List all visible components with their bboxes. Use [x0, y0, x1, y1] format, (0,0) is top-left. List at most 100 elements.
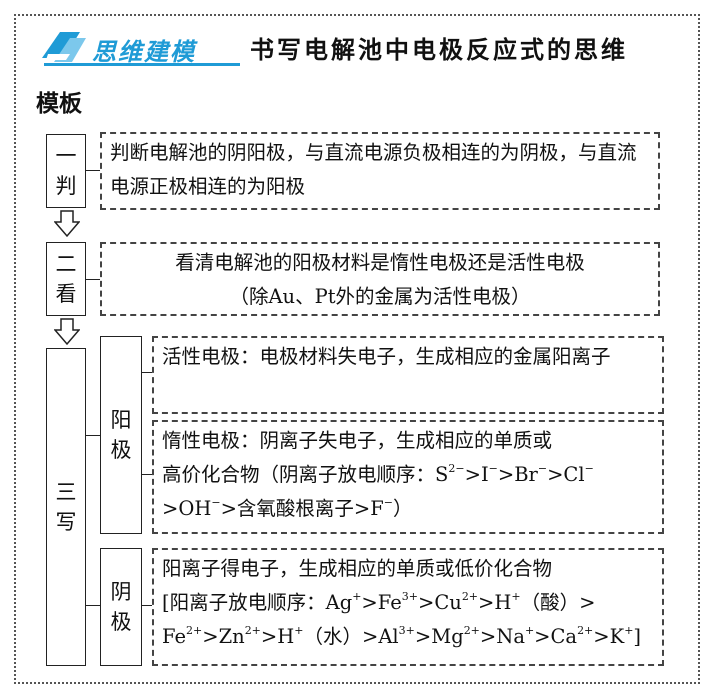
order-sep: >: [362, 625, 379, 648]
step-two-label: 二 看: [46, 242, 86, 316]
ion-ag-charge: +: [352, 590, 362, 603]
ion-f-charge: −: [383, 496, 394, 509]
anode-inert-line-1: 惰性电极：阴离子失电子，生成相应的单质或: [162, 429, 553, 452]
step-one-text-box: 判断电解池的阴阳极，与直流电源负极相连的为阴极，与直流电源正极相连的为阳极: [100, 132, 660, 210]
ion-oh-charge: −: [211, 496, 221, 509]
cathode-line-3: Fe2+>Zn2+>H+（水）>Al3+>Mg2+>Na+>Ca2+>K+]: [162, 620, 660, 654]
ion-s: S: [435, 463, 449, 486]
oxyacid-ions: 含氧酸根离子: [236, 497, 354, 520]
order-sep: >: [464, 463, 481, 486]
ion-ca-charge: 2+: [577, 624, 594, 637]
ion-h: H: [277, 625, 295, 648]
order-sep: >: [162, 497, 179, 520]
ion-fe2: Fe: [162, 625, 187, 648]
acid-note: （酸）: [520, 591, 580, 614]
ion-na-charge: +: [524, 624, 535, 637]
ion-zn: Zn: [218, 625, 245, 648]
step-two-text-box: 看清电解池的阳极材料是惰性电极还是活性电极 （除Au、Pt外的金属为活性电极）: [100, 242, 660, 316]
connector-line: [86, 605, 100, 606]
cathode-line-1: 阳离子得电子，生成相应的单质或低价化合物: [162, 557, 553, 580]
ion-cu-charge: 2+: [461, 590, 479, 603]
order-sep: >: [534, 625, 551, 648]
anode-inert-line-3: >OH−>含氧酸根离子>F−）: [162, 492, 654, 526]
order-sep: >: [353, 497, 371, 520]
water-note: （水）: [303, 625, 362, 648]
connector-line: [86, 435, 100, 436]
ion-mg-charge: 2+: [463, 624, 480, 637]
anode-active-box: 活性电极：电极材料失电子，生成相应的金属阳离子: [152, 336, 664, 414]
page-title: 书写电解池中电极反应式的思维: [250, 36, 628, 64]
step-three-label-top: 三: [55, 480, 77, 504]
ion-fe3: Fe: [377, 591, 402, 614]
anode-active-text: 活性电极：电极材料失电子，生成相应的金属阳离子: [162, 345, 611, 368]
close-bracket: ]: [633, 625, 642, 648]
ion-cl-charge: −: [584, 462, 594, 475]
order-sep: >: [417, 591, 435, 614]
ion-na: Na: [496, 625, 525, 648]
ion-al: Al: [378, 625, 399, 648]
order-sep: >: [202, 625, 219, 648]
step-two-label-bottom: 看: [55, 282, 77, 306]
cathode-prefix: [阳离子放电顺序：: [162, 591, 326, 614]
step-three-label-bottom: 写: [55, 510, 77, 534]
anode-label-bottom: 极: [110, 438, 132, 462]
close-paren: ）: [393, 497, 413, 520]
ion-mg: Mg: [431, 625, 464, 648]
step-one-text: 判断电解池的阴阳极，与直流电源负极相连的为阴极，与直流电源正极相连的为阳极: [110, 141, 637, 198]
ion-ca: Ca: [550, 625, 578, 648]
order-sep: >: [414, 625, 432, 648]
ion-k: K: [609, 625, 625, 648]
order-sep: >: [479, 625, 497, 648]
ion-h: H: [494, 591, 512, 614]
ion-fe3-charge: 3+: [401, 590, 418, 603]
ion-ag: Ag: [325, 591, 353, 614]
ion-h-charge: +: [511, 590, 521, 603]
page-frame: [14, 14, 700, 684]
ion-oh: OH: [178, 497, 212, 520]
cathode-label: 阴 极: [100, 548, 142, 666]
ion-i-charge: −: [488, 462, 498, 475]
ion-fe2-charge: 2+: [186, 624, 203, 637]
connector-line: [86, 279, 100, 280]
step-two-line-2: （除Au、Pt外的金属为活性电极）: [229, 285, 531, 308]
ion-s-charge: 2−: [448, 462, 465, 475]
anode-label-top: 阳: [110, 408, 132, 432]
ion-h-charge: +: [294, 624, 304, 637]
logo-underline: [44, 63, 240, 66]
order-sep: >: [579, 591, 596, 614]
order-sep: >: [497, 463, 515, 486]
ion-zn-charge: 2+: [244, 624, 261, 637]
section-heading: 模板: [36, 91, 82, 117]
cathode-line-2: [阳离子放电顺序：Ag+>Fe3+>Cu2+>H+（酸）>: [162, 586, 660, 620]
ion-br: Br: [514, 463, 538, 486]
order-sep: >: [547, 463, 564, 486]
order-sep: >: [260, 625, 278, 648]
step-one-label-bottom: 判: [55, 174, 77, 198]
logo-icon: [42, 32, 86, 62]
anode-label: 阳 极: [100, 336, 142, 534]
order-sep: >: [593, 625, 610, 648]
order-sep: >: [220, 497, 237, 520]
cathode-label-top: 阴: [110, 580, 132, 604]
ion-f: F: [370, 497, 384, 520]
ion-al-charge: 3+: [398, 624, 415, 637]
cathode-label-bottom: 极: [110, 610, 132, 634]
order-sep: >: [361, 591, 378, 614]
step-two-label-top: 二: [55, 252, 77, 276]
connector-line: [142, 474, 152, 475]
ion-k-charge: +: [624, 624, 634, 637]
step-one-label: 一 判: [46, 134, 86, 208]
down-arrow-icon: [54, 318, 80, 346]
ion-cu: Cu: [434, 591, 462, 614]
ion-i: I: [480, 463, 489, 486]
connector-line: [142, 372, 152, 373]
down-arrow-icon: [54, 210, 80, 238]
step-one-label-top: 一: [55, 144, 77, 168]
anode-inert-prefix: 高价化合物（阴离子放电顺序：: [162, 463, 436, 486]
ion-cl: Cl: [563, 463, 585, 486]
connector-line: [142, 605, 152, 606]
step-two-line-1: 看清电解池的阳极材料是惰性电极还是活性电极: [175, 251, 585, 274]
step-three-label: 三 写: [46, 348, 86, 666]
ion-br-charge: −: [537, 462, 548, 475]
logo-text: 思维建模: [92, 38, 196, 66]
